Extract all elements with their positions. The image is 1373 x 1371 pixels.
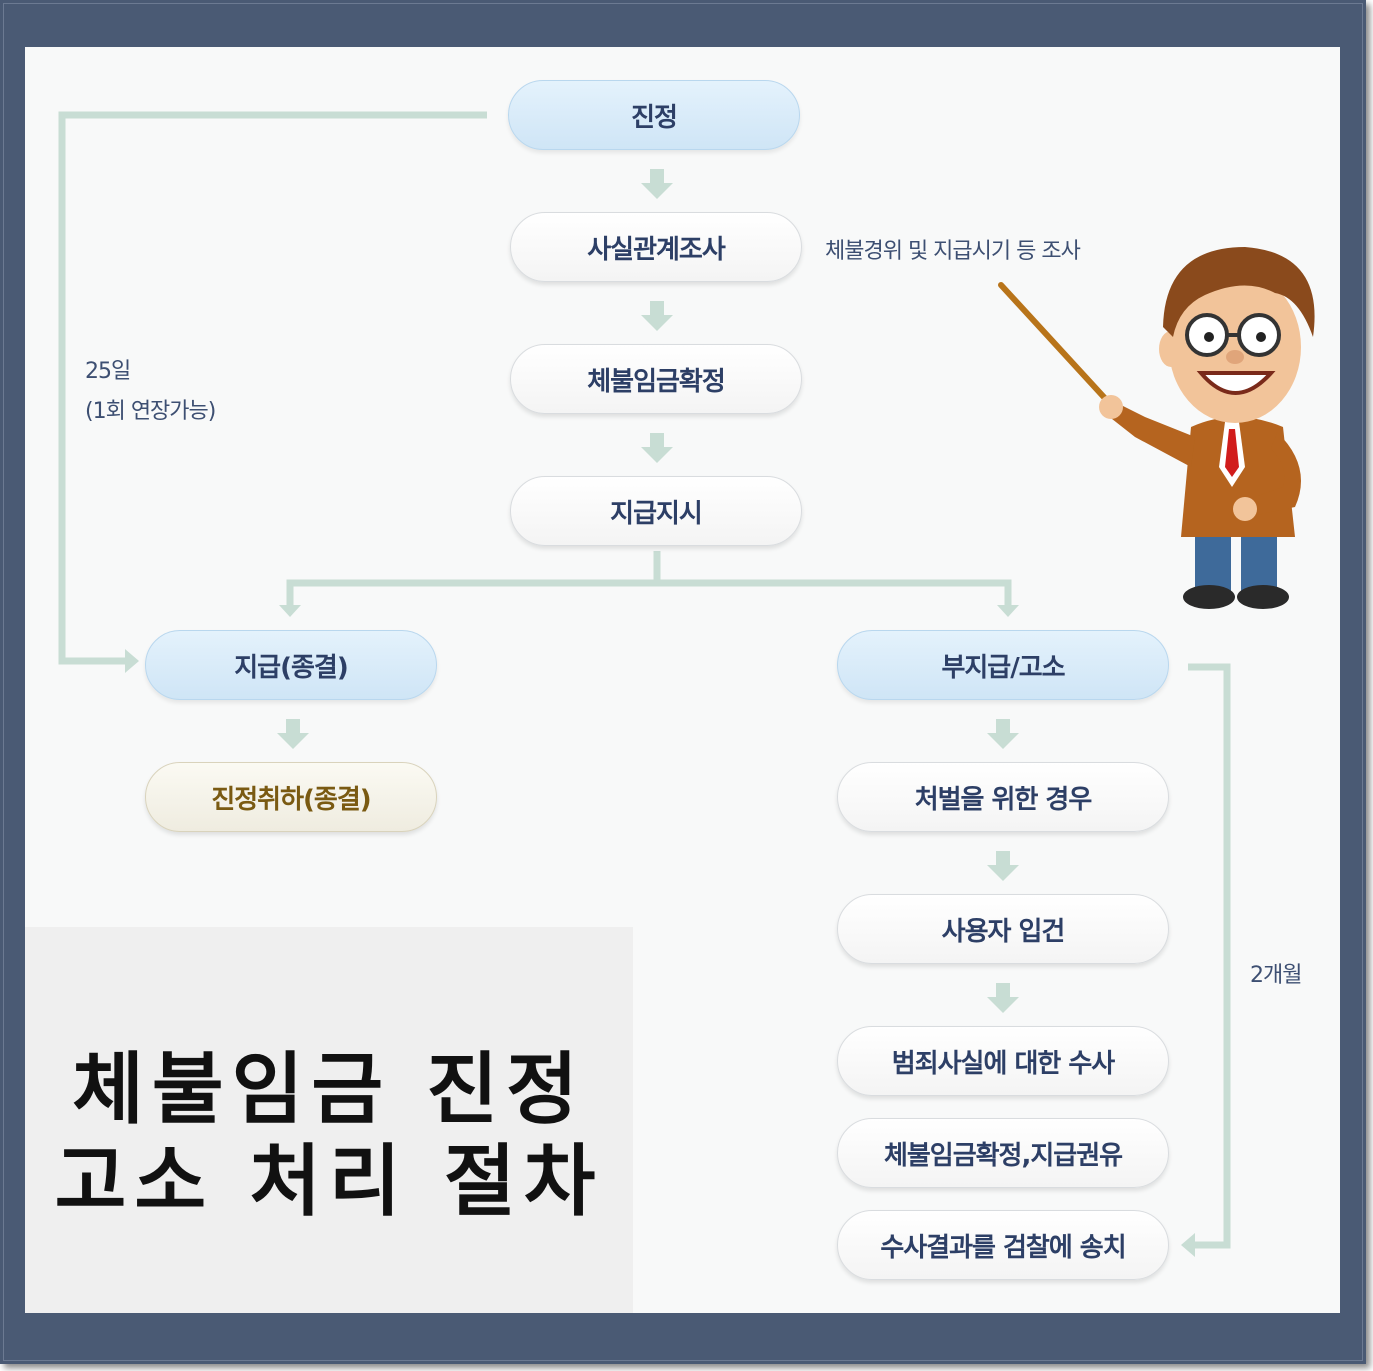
teacher-head (1169, 271, 1301, 423)
connector-25days (58, 111, 487, 665)
node-punish: 처벌을 위한 경우 (837, 762, 1169, 832)
down-arrows (277, 169, 1019, 1013)
node-investigation: 범죄사실에 대한 수사 (837, 1026, 1169, 1096)
node-fact-check: 사실관계조사 (510, 212, 802, 282)
node-pay-order: 지급지시 (510, 476, 802, 546)
node-send-prosecution: 수사결과를 검찰에 송치 (837, 1210, 1169, 1280)
diagram-canvas: 진정 사실관계조사 체불임금확정 지급지시 지급(종결) 진정취하(종결) 부지… (25, 47, 1340, 1313)
title-line-2: 고소 처리 절차 (54, 1137, 604, 1227)
teacher-hand-lower (1233, 497, 1257, 521)
connector-2months (1188, 663, 1231, 1249)
node-withdraw: 진정취하(종결) (145, 762, 437, 832)
teacher-tie (1225, 429, 1239, 477)
down-arrow-icon (987, 851, 1019, 881)
connector-split-bar (286, 579, 1012, 605)
node-wage-confirm: 체불임금확정 (510, 344, 802, 414)
teacher-shoe-left (1183, 585, 1235, 609)
down-arrow-icon (277, 719, 309, 749)
note-duration-main: 25일 (85, 359, 131, 384)
down-arrow-icon (641, 169, 673, 199)
teacher-shoe-right (1237, 585, 1289, 609)
node-confirm-recommend: 체불임금확정,지급권유 (837, 1118, 1169, 1188)
arrowhead-down-right (997, 605, 1019, 617)
node-paid: 지급(종결) (145, 630, 437, 700)
arrowhead-right (125, 649, 139, 673)
teacher-ear (1159, 331, 1183, 367)
note-duration-unpaid: 2개월 (1250, 963, 1302, 988)
note-duration-ext: (1회 연장가능) (85, 399, 216, 424)
connector-lines (58, 111, 1231, 1257)
node-employer-case: 사용자 입건 (837, 894, 1169, 964)
down-arrow-icon (641, 433, 673, 463)
frame-border (3, 3, 1363, 1361)
title-panel: 체불임금 진정 고소 처리 절차 (25, 927, 633, 1313)
down-arrow-icon (987, 983, 1019, 1013)
down-arrow-icon (987, 719, 1019, 749)
arrowhead-left (1181, 1233, 1195, 1257)
note-fact-check: 체불경위 및 지급시기 등 조사 (825, 239, 1081, 264)
teacher-arm-raised (1107, 403, 1195, 467)
teacher-leg-right (1241, 535, 1277, 595)
pointer-stick (998, 282, 1116, 410)
teacher-hand-raised (1099, 395, 1123, 419)
teacher-arm-lower (1255, 432, 1301, 515)
teacher-nose (1226, 350, 1244, 364)
teacher-illustration (998, 247, 1315, 609)
teacher-smile (1196, 371, 1276, 395)
arrowhead-down-left (279, 605, 301, 617)
title-line-1: 체불임금 진정 (72, 1045, 586, 1135)
teacher-leg-left (1195, 535, 1231, 595)
node-petition: 진정 (508, 80, 800, 150)
node-unpaid: 부지급/고소 (837, 630, 1169, 700)
down-arrow-icon (641, 301, 673, 331)
teacher-hair (1163, 247, 1315, 337)
